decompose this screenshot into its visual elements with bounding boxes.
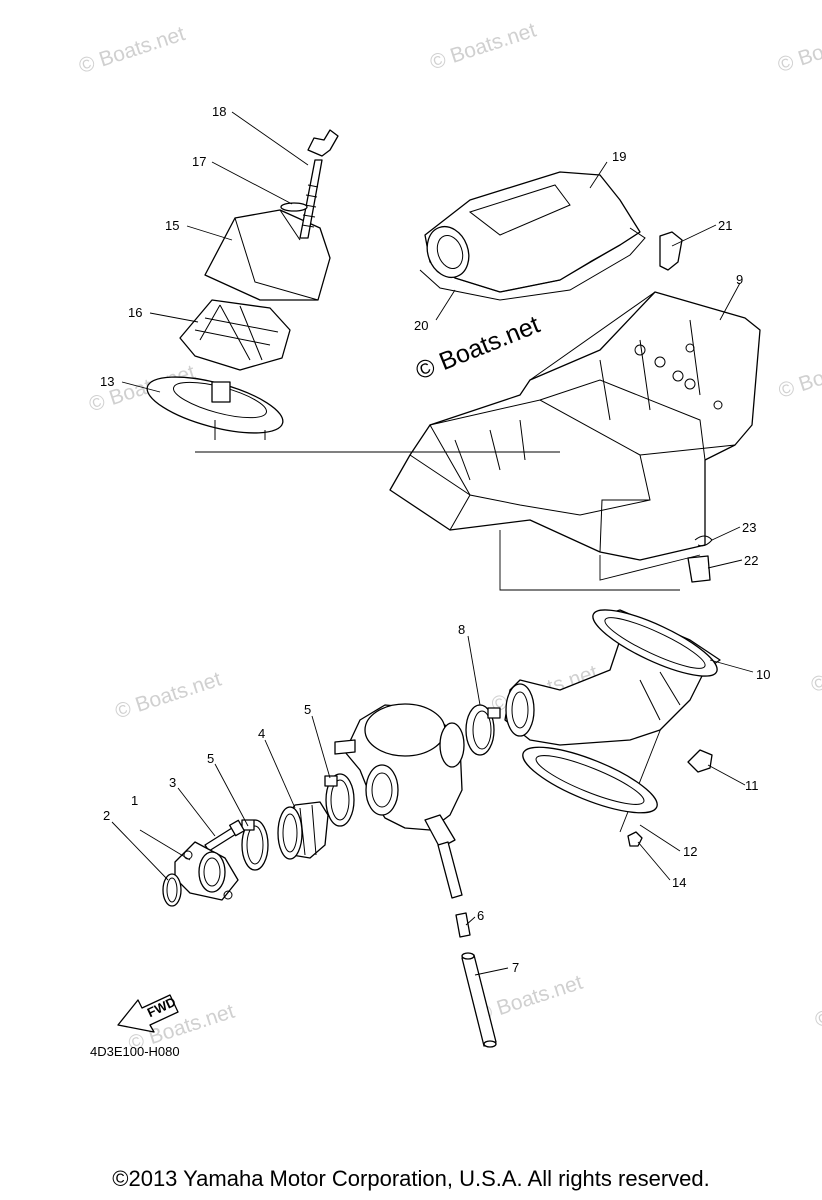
callout-11: 11 [745, 778, 759, 793]
air-cleaner-cover [424, 171, 641, 293]
assembly-line [599, 554, 701, 581]
callout-2: 2 [103, 808, 110, 823]
hose-clamp [465, 704, 501, 756]
cover-seal [419, 227, 646, 301]
copyright-notice: ©2013 Yamaha Motor Corporation, U.S.A. A… [112, 1166, 710, 1191]
drain-fitting [687, 749, 713, 773]
element-base [146, 376, 284, 440]
assembly-line [499, 530, 680, 591]
drain-hose [461, 952, 497, 1048]
element-guide [179, 299, 291, 371]
air-filter-element [204, 209, 331, 301]
callout-14: 14 [672, 875, 686, 890]
o-ring [162, 873, 182, 907]
callout-17: 17 [192, 154, 206, 169]
air-cleaner-case [389, 291, 761, 561]
watermark: © Boats.net [112, 668, 224, 724]
hose-clip [687, 555, 711, 583]
callout-9: 9 [736, 272, 743, 287]
watermark: © Boats.net [427, 19, 539, 75]
intake-manifold [174, 841, 239, 901]
callout-22: 22 [744, 553, 758, 568]
callout-8: 8 [458, 622, 465, 637]
callout-numbers: 18 17 15 16 13 19 20 21 9 23 22 10 8 11 … [100, 104, 770, 975]
callout-4: 4 [258, 726, 265, 741]
hose-clamp [241, 819, 269, 871]
callout-23: 23 [742, 520, 756, 535]
callout-15: 15 [165, 218, 179, 233]
wing-bolt [299, 129, 339, 239]
watermark: © Boats.net [775, 21, 822, 77]
washer [280, 202, 308, 212]
callout-19: 19 [612, 149, 626, 164]
callout-10: 10 [756, 667, 770, 682]
carburetor [334, 703, 465, 899]
watermark: © Boats.net [812, 976, 822, 1032]
watermark-large: © Boats.net [412, 311, 544, 386]
hose-clamp [324, 773, 355, 827]
bolt [204, 819, 245, 852]
watermark: © Boats.net [776, 347, 822, 403]
callout-12: 12 [683, 844, 697, 859]
callout-3: 3 [169, 775, 176, 790]
diagram-code: 4D3E100-H080 [90, 1044, 180, 1059]
callout-5: 5 [207, 751, 214, 766]
callout-13: 13 [100, 374, 114, 389]
hose-fitting [455, 912, 471, 938]
callout-18: 18 [212, 104, 226, 119]
gasket [522, 746, 658, 814]
air-intake-joint [504, 609, 721, 746]
leader-lines [111, 111, 754, 976]
watermark: © Boats.net [808, 641, 822, 697]
clip [659, 231, 683, 271]
callout-7: 7 [512, 960, 519, 975]
watermark: © Boats.net [76, 22, 188, 78]
callout-20: 20 [414, 318, 428, 333]
callout-16: 16 [128, 305, 142, 320]
carburetor-joint [277, 801, 329, 860]
callout-21: 21 [718, 218, 732, 233]
callout-6: 6 [477, 908, 484, 923]
callout-5: 5 [304, 702, 311, 717]
callout-1: 1 [131, 793, 138, 808]
